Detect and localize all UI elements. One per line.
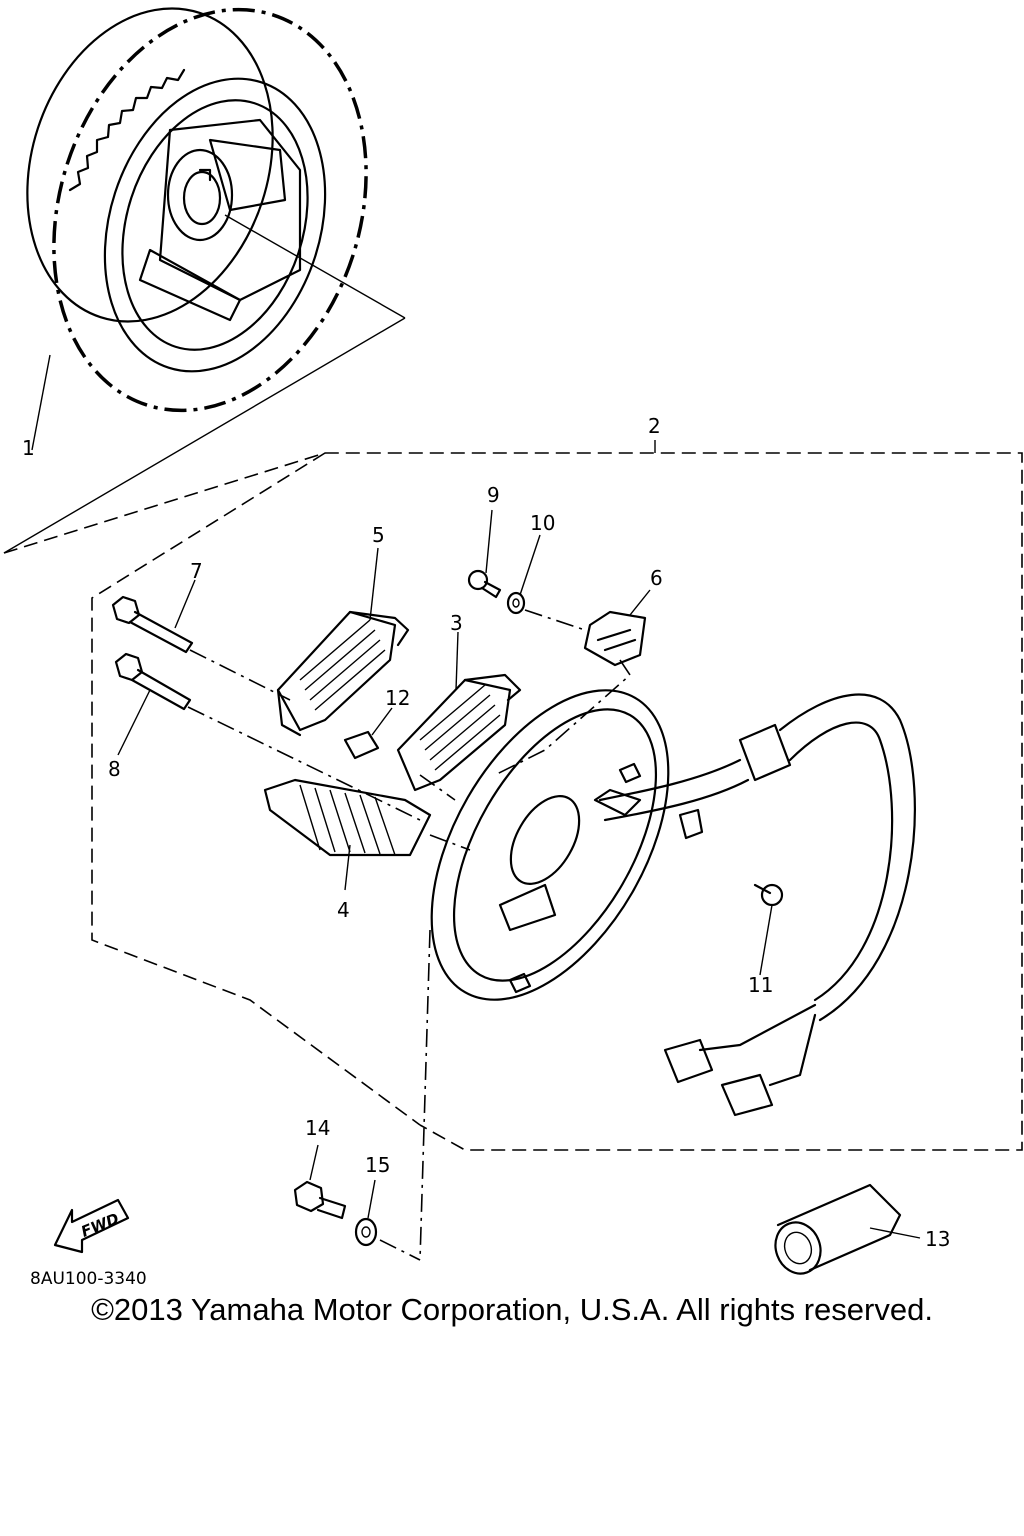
callout-numbers: 1 2 3 4 5 6 7 8 9 10 11 12 13 14 15 xyxy=(22,414,950,1251)
part-13 xyxy=(774,1183,921,1275)
coil-5 xyxy=(276,610,410,737)
callout-3: 3 xyxy=(450,611,463,635)
callout-14: 14 xyxy=(305,1116,330,1140)
callout-11: 11 xyxy=(748,973,773,997)
stator-base-plate xyxy=(419,689,704,1261)
callout-6: 6 xyxy=(650,566,663,590)
callout-2: 2 xyxy=(648,414,661,438)
callout-4: 4 xyxy=(337,898,350,922)
wire-harness xyxy=(598,693,916,1117)
callout-13: 13 xyxy=(925,1227,950,1251)
flywheel-rotor xyxy=(3,7,406,554)
screw-11 xyxy=(753,883,784,976)
copyright-notice: ©2013 Yamaha Motor Corporation, U.S.A. A… xyxy=(91,1292,933,1327)
bolt-8 xyxy=(114,652,421,821)
coil-3 xyxy=(396,673,522,801)
washer-15 xyxy=(354,1179,421,1261)
bolt-7 xyxy=(111,595,291,701)
screw-9 xyxy=(467,569,502,599)
coil-4 xyxy=(263,778,471,857)
callout-15: 15 xyxy=(365,1153,390,1177)
callout-10: 10 xyxy=(530,511,555,535)
callout-8: 8 xyxy=(108,757,121,781)
callout-1: 1 xyxy=(22,436,35,460)
callout-9: 9 xyxy=(487,483,500,507)
spacer-12 xyxy=(343,730,380,760)
drawing-code: 8AU100-3340 xyxy=(30,1269,147,1289)
bolt-14 xyxy=(293,1144,347,1220)
forward-direction-arrow: FWD xyxy=(53,1198,130,1254)
fwd-label: FWD xyxy=(78,1209,121,1240)
callout-5: 5 xyxy=(372,523,385,547)
washer-10 xyxy=(506,591,586,631)
callout-7: 7 xyxy=(190,559,203,583)
stator-assembly-outline xyxy=(3,440,1023,1151)
callout-12: 12 xyxy=(385,686,410,710)
callout-leaders xyxy=(117,509,651,891)
